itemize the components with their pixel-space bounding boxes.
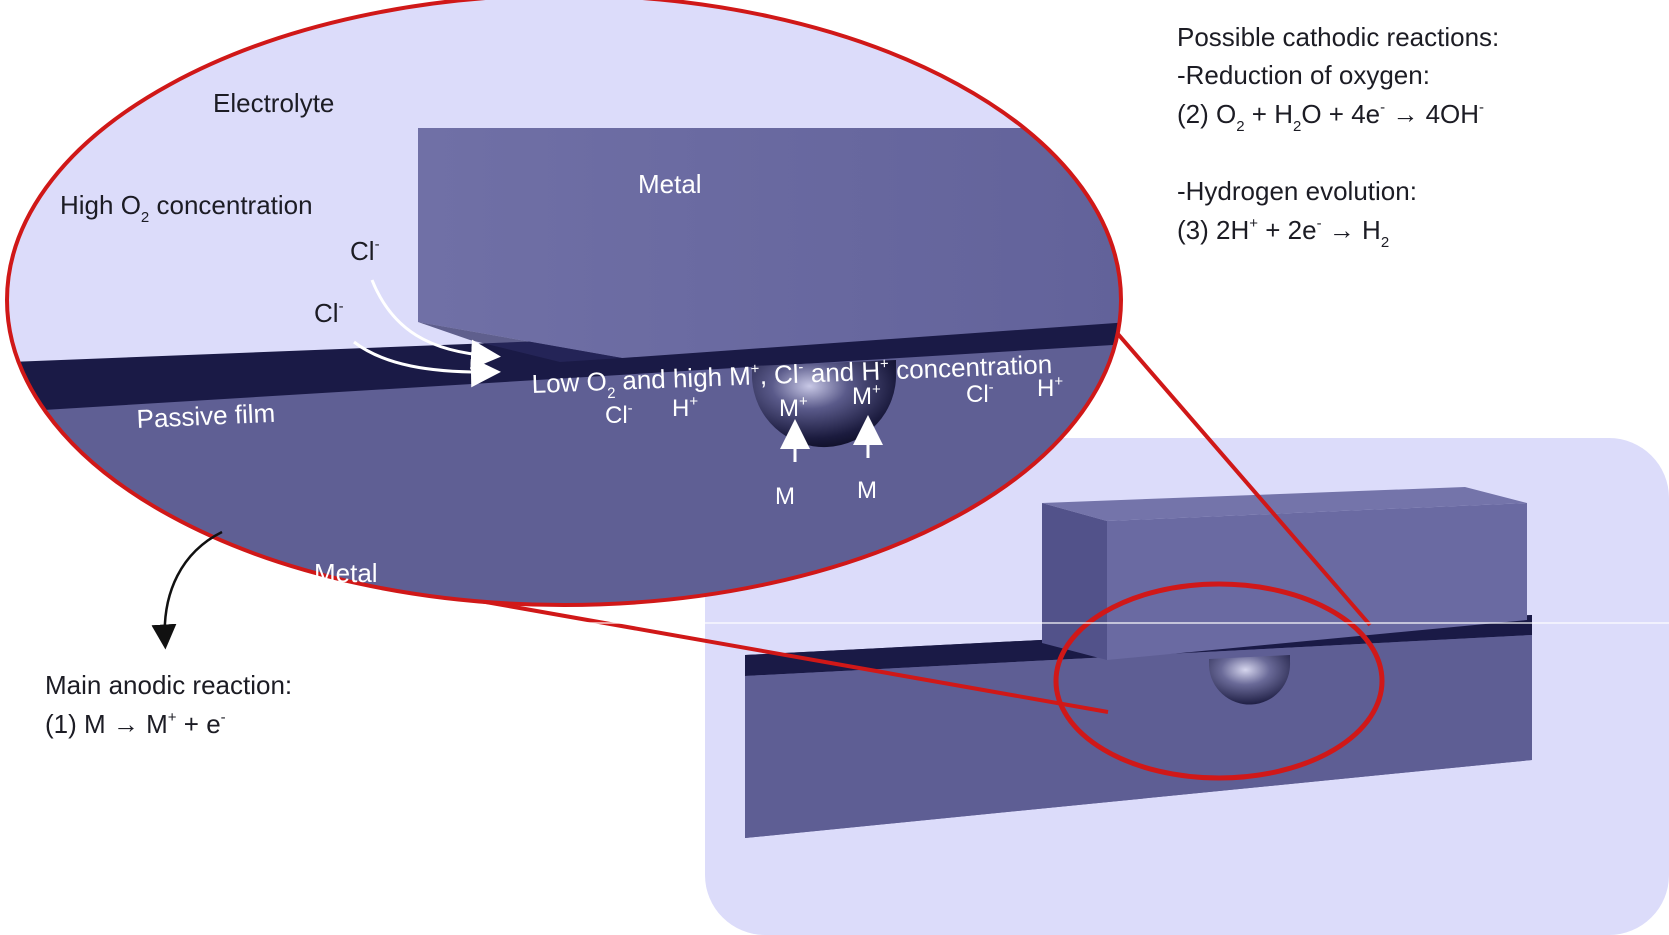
cathodic-heading: Possible cathodic reactions: (1177, 22, 1499, 52)
chloride-arrow-2 (353, 340, 501, 388)
zoom-upper-metal-shadow-edge (418, 322, 622, 362)
oxygen-reduction-title: -Reduction of oxygen: (1177, 60, 1430, 90)
chloride-arrow-1 (370, 279, 501, 370)
label-metal-bottom: Metal (314, 558, 378, 588)
label-metal-top: Metal (638, 169, 702, 199)
label-m-plus-1: M+ (779, 393, 808, 422)
zoom-ellipse-content (7, 0, 1121, 605)
zoom-upper-metal (418, 128, 1121, 358)
hydrogen-evolution-title: -Hydrogen evolution: (1177, 176, 1417, 206)
label-cl-left: Cl- (605, 400, 633, 429)
oxygen-reduction-equation: (2) O2 + H2O + 4e- → 4OH- (1177, 99, 1484, 135)
label-cl-right: Cl- (966, 379, 994, 408)
zoom-connector-upper (1083, 294, 1372, 627)
zoom-ellipse-outline (5, 0, 1123, 607)
label-crevice-conditions: Low O2 and high M+, Cl- and H+ concentra… (531, 349, 1053, 405)
label-electrolyte: Electrolyte (213, 88, 334, 118)
hydrogen-evolution-equation: (3) 2H+ + 2e- → H2 (1177, 215, 1389, 251)
overview-pit (1209, 655, 1291, 705)
cathodic-reactions: Possible cathodic reactions: -Reduction … (1177, 22, 1499, 251)
anodic-equation: (1) M → M+ + e- (45, 709, 226, 739)
label-chloride-2: Cl- (314, 298, 344, 328)
overview-lower-metal-front (745, 635, 1532, 838)
overview-zoom-ellipse (1053, 581, 1385, 781)
overview-upper-metal-face (1107, 503, 1527, 660)
overview-scene (705, 438, 1669, 935)
anodic-reaction: Main anodic reaction: (1) M → M+ + e- (45, 670, 292, 739)
label-high-o2: High O2 concentration (60, 190, 313, 226)
label-m-plus-2: M+ (852, 381, 881, 410)
label-h-right: H+ (1037, 373, 1063, 402)
label-m-1: M (775, 483, 795, 510)
overview-upper-metal-top (1042, 487, 1527, 521)
label-h-left: H+ (672, 393, 698, 422)
anodic-heading: Main anodic reaction: (45, 670, 292, 700)
zoom-connector-lower (479, 599, 1109, 714)
anodic-arrow (151, 530, 223, 650)
label-m-2: M (857, 477, 877, 504)
label-chloride-1: Cl- (350, 236, 380, 266)
label-passive-film: Passive film (136, 398, 276, 434)
